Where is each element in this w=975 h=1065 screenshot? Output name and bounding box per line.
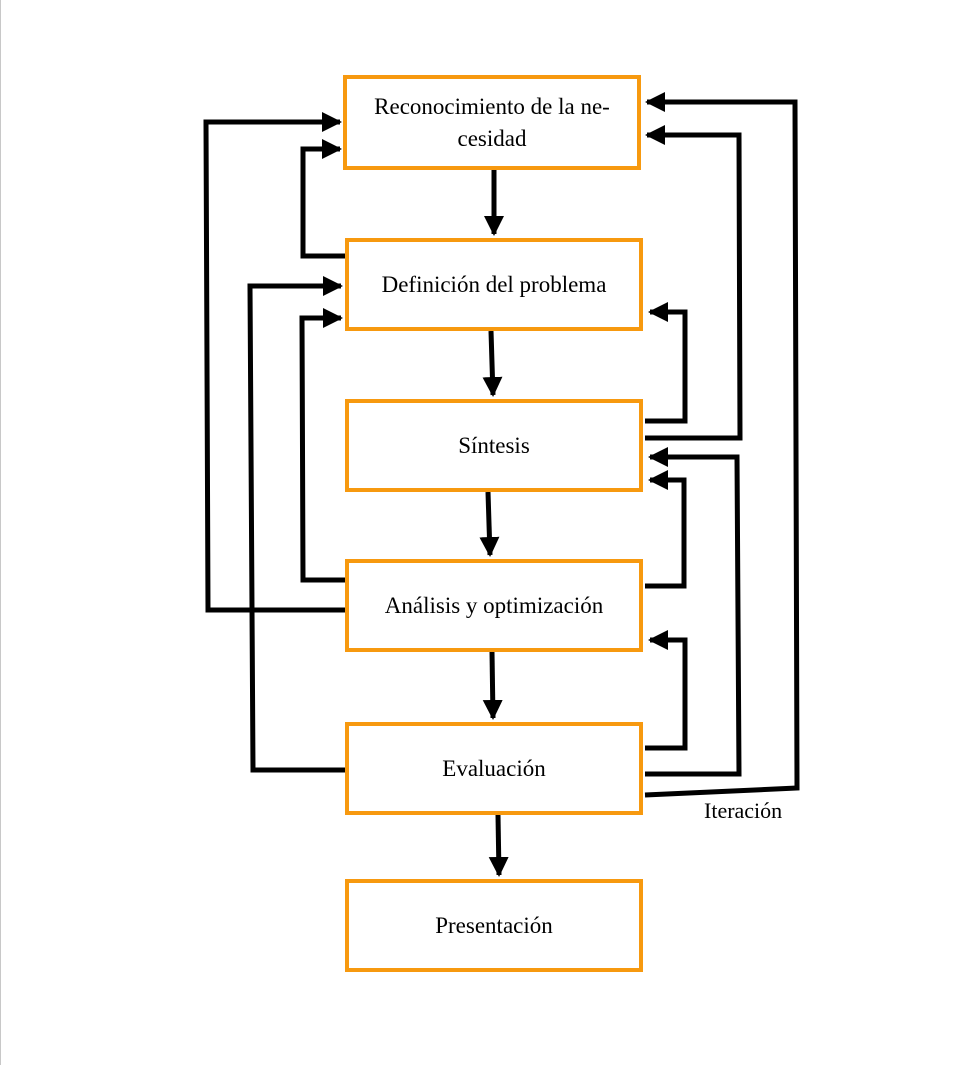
loop-analysis-to-synthesis: [645, 470, 687, 589]
node-analysis: Análisis y optimización: [345, 559, 643, 652]
loop-analysis-to-recognition: [203, 112, 345, 613]
arrow-synthesis-to-analysis: [479, 491, 500, 557]
iteration-label: Iteración: [704, 798, 783, 823]
node-synthesis-label: Síntesis: [458, 432, 530, 458]
arrow-analysis-to-evaluation: [482, 651, 503, 720]
node-definition: Definición del problema: [345, 238, 643, 331]
loop-evaluation-to-synthesis: [645, 447, 742, 777]
node-evaluation-label: Evaluación: [442, 755, 546, 781]
node-presentation: Presentación: [345, 879, 643, 972]
node-definition-label: Definición del problema: [381, 271, 607, 297]
node-synthesis: Síntesis: [345, 399, 643, 492]
loop-evaluation-to-definition: [247, 276, 345, 773]
node-presentation-label: Presentación: [435, 912, 553, 938]
loop-synthesis-to-definition: [645, 302, 688, 424]
loop-definition-to-recognition: [300, 139, 345, 259]
node-recognition-label: Reconocimiento de la ne-cesidad: [374, 93, 610, 151]
arrow-evaluation-to-presentation: [488, 814, 509, 877]
node-analysis-label: Análisis y optimización: [384, 592, 604, 618]
loop-analysis-to-definition: [299, 308, 345, 583]
loop-evaluation-to-recognition: [644, 92, 800, 798]
node-evaluation: Evaluación: [345, 722, 643, 815]
frame-border: [0, 0, 1, 1065]
node-recognition: Reconocimiento de la ne-cesidad: [343, 75, 641, 170]
loop-evaluation-to-analysis: [645, 630, 688, 751]
loop-synthesis-to-recognition: [645, 125, 743, 441]
arrow-definition-to-synthesis: [482, 330, 503, 397]
